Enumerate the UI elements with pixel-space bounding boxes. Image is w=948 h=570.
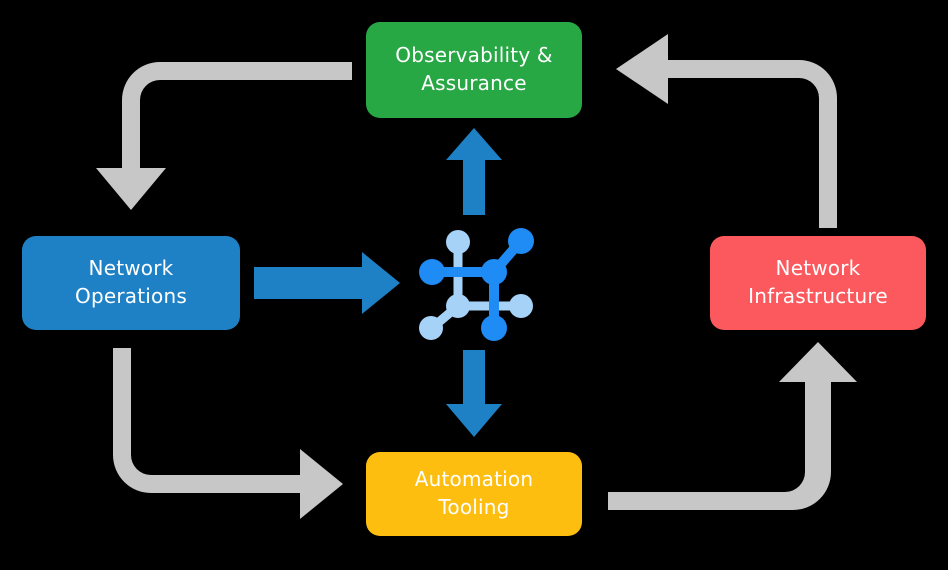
node-box-observability-assurance[interactable]: Observability & Assurance [366,22,582,118]
node-label-automation-tooling: Automation Tooling [414,467,534,519]
connector-center-to-observability [446,128,502,215]
connector-observability-to-network-operations [96,62,352,210]
connector-network-operations-to-center [254,252,400,314]
node-label-observability-assurance: Observability & Assurance [395,43,553,95]
node-label-network-operations: Network Operations [75,256,187,308]
connector-center-to-automation-tooling [446,350,502,437]
node-label-network-infrastructure: Network Infrastructure [748,256,888,308]
connector-network-operations-to-automation-tooling [113,348,343,519]
node-box-network-operations[interactable]: Network Operations [22,236,240,330]
node-box-network-infrastructure[interactable]: Network Infrastructure [710,236,926,330]
connector-network-infrastructure-to-observability [616,34,837,228]
connector-automation-tooling-to-network-infrastructure [608,342,857,510]
node-box-automation-tooling[interactable]: Automation Tooling [366,452,582,536]
network-topology-icon-graph [419,228,534,341]
